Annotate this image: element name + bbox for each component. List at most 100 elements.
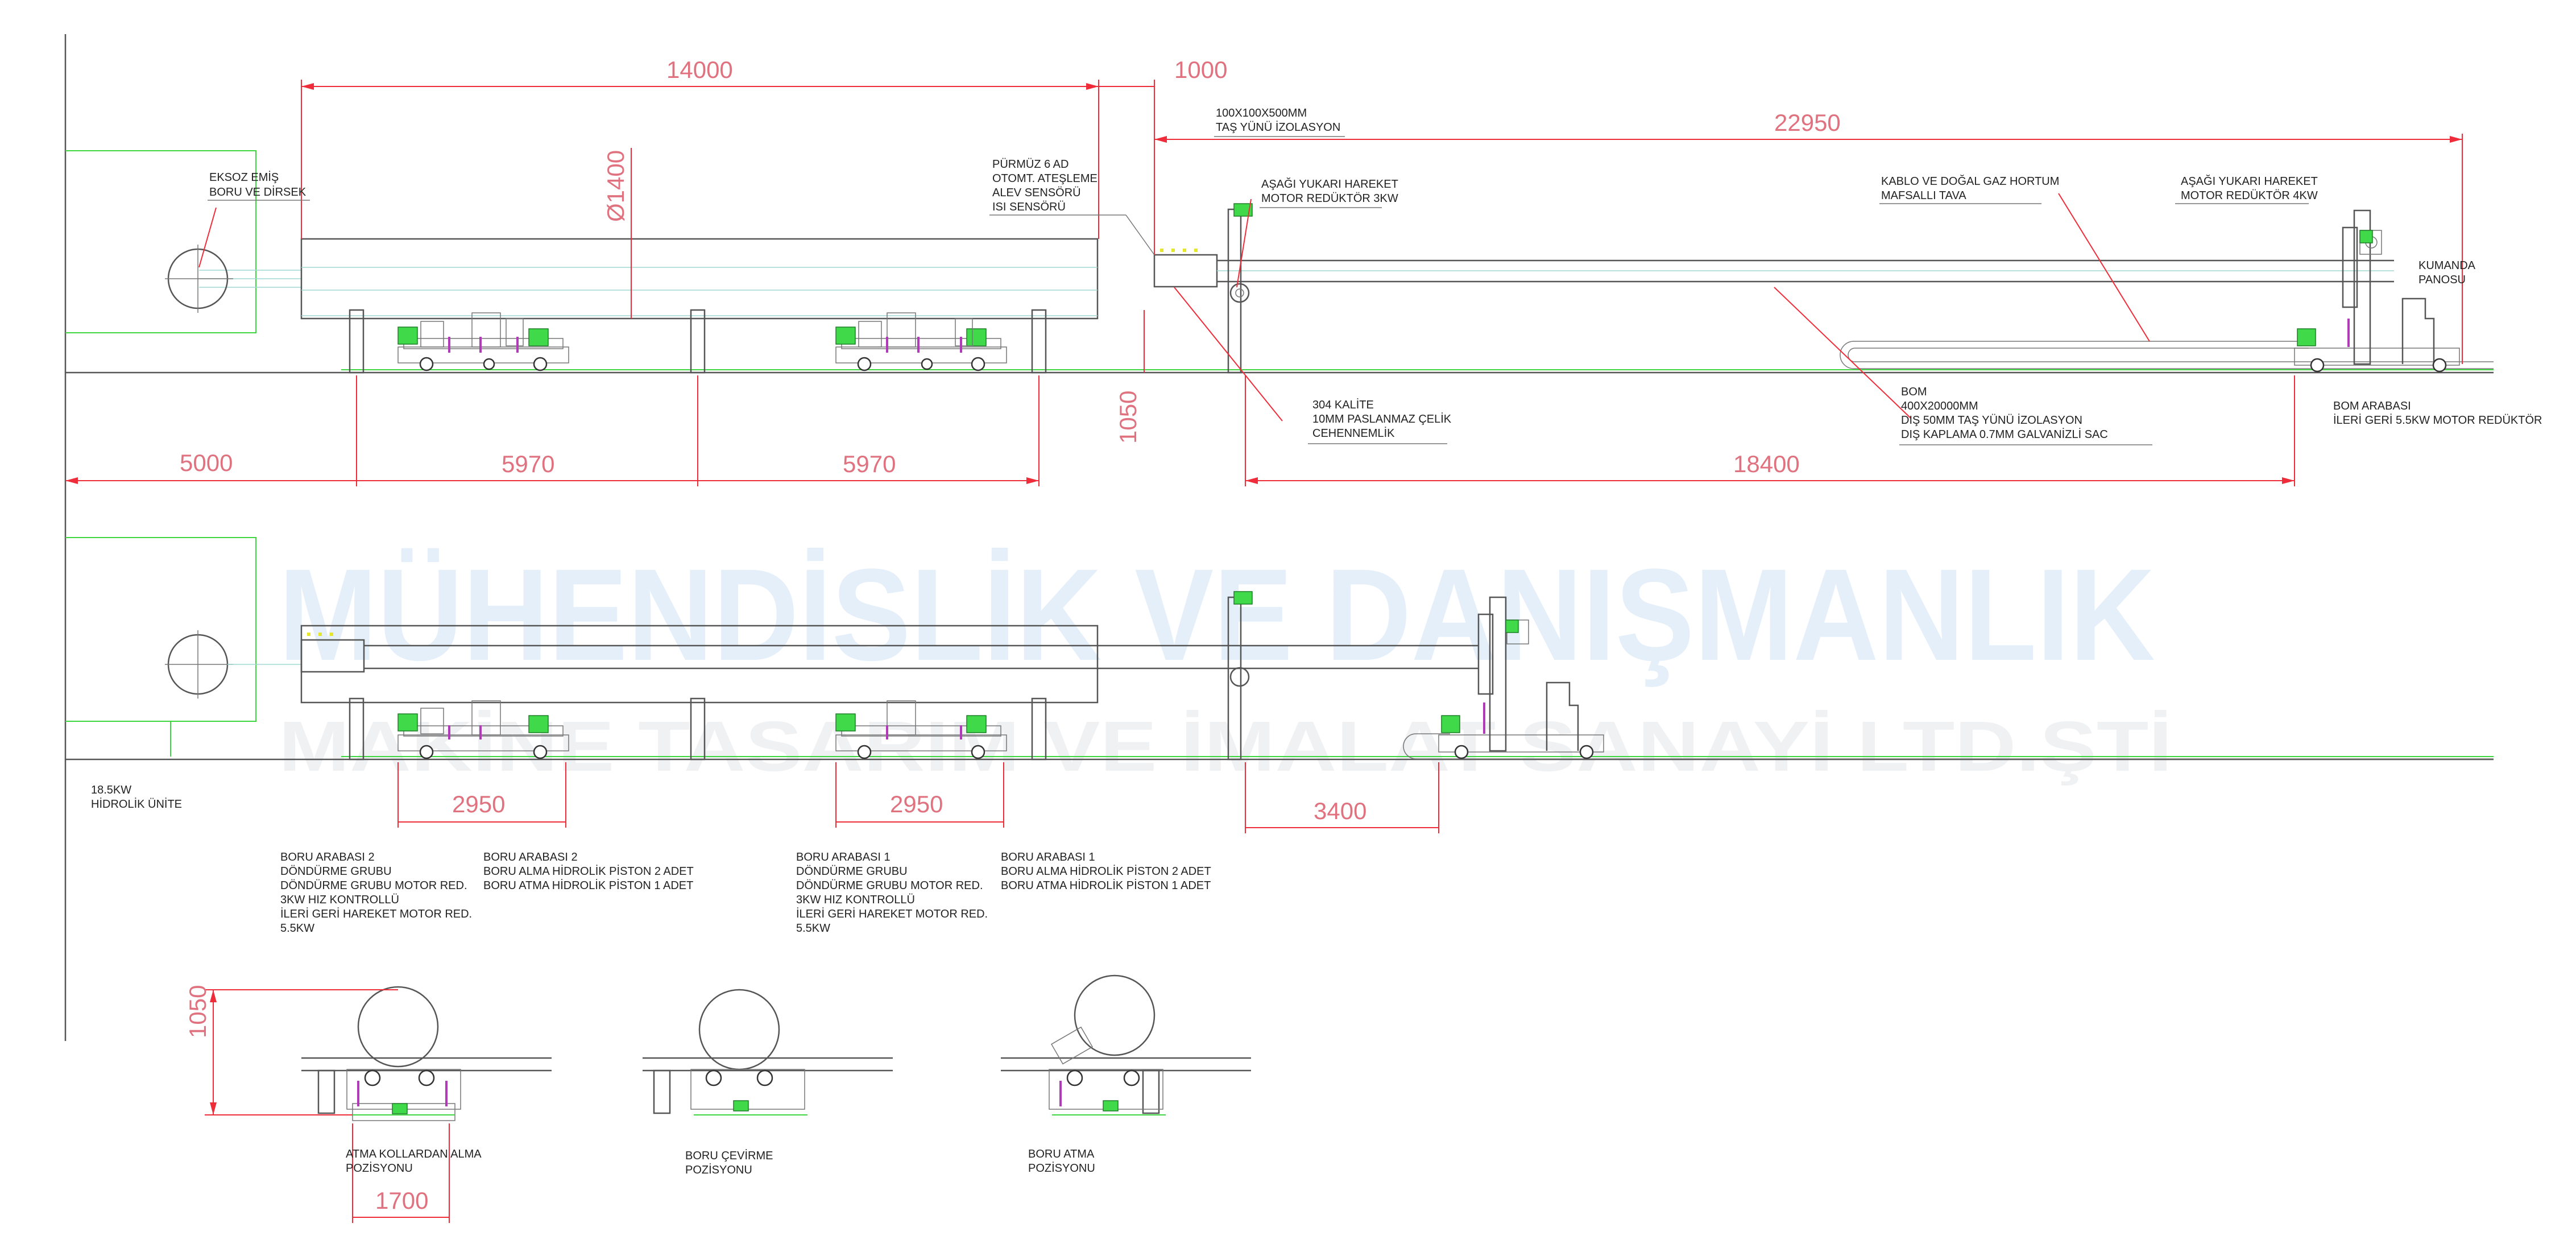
cable-tray-top	[1840, 341, 2494, 369]
label-stainless: 304 KALİTE 10MM PASLANMAZ ÇELİK CEHENNEM…	[1312, 398, 1452, 440]
svg-text:AŞAĞI YUKARI HAREKET: AŞAĞI YUKARI HAREKET	[1261, 177, 1398, 191]
detail-eject-position	[1001, 974, 1251, 1115]
label-boom: BOM 400X20000MM DIŞ 50MM TAŞ YÜNÜ İZOLAS…	[1901, 386, 2108, 441]
label-leaders	[208, 136, 2309, 445]
svg-text:BORU ARABASI 1: BORU ARABASI 1	[1001, 851, 1095, 863]
svg-text:CEHENNEMLİK: CEHENNEMLİK	[1312, 427, 1395, 440]
svg-text:İLERİ GERİ HAREKET MOTOR RED.: İLERİ GERİ HAREKET MOTOR RED.	[796, 907, 988, 920]
support-posts-top	[349, 309, 1047, 374]
label-boom-car: BOM ARABASI İLERİ GERİ 5.5KW MOTOR REDÜK…	[2333, 400, 2542, 427]
pipe-car-1-bottom	[835, 700, 1007, 759]
exhaust-pipe-bottom	[65, 537, 301, 757]
dim-2950-a: 2950	[452, 791, 505, 817]
svg-text:BOM ARABASI: BOM ARABASI	[2333, 400, 2411, 412]
dim-5970-b: 5970	[843, 451, 896, 477]
dim-18400: 18400	[1733, 451, 1800, 477]
label-hydraulic: 18.5KW HİDROLİK ÜNİTE	[91, 784, 182, 811]
dim-1050-top: 1050	[1115, 391, 1141, 444]
svg-text:POZİSYONU: POZİSYONU	[346, 1162, 413, 1175]
dim-3400: 3400	[1314, 798, 1366, 824]
dim-5970-a: 5970	[502, 451, 554, 477]
label-insulation: 100X100X500MM TAŞ YÜNÜ İZOLASYON	[1216, 107, 1340, 134]
svg-text:3KW HIZ KONTROLLÜ: 3KW HIZ KONTROLLÜ	[280, 894, 399, 906]
label-exhaust: EKSOZ EMİŞ BORU VE DİRSEK	[209, 171, 307, 199]
svg-text:DÖNDÜRME GRUBU: DÖNDÜRME GRUBU	[280, 865, 392, 878]
svg-text:BORU ALMA HİDROLİK PİSTON 2 AD: BORU ALMA HİDROLİK PİSTON 2 ADET	[483, 865, 694, 878]
svg-text:5.5KW: 5.5KW	[796, 922, 830, 935]
label-control-panel: KUMANDA PANOSU	[2418, 259, 2476, 286]
svg-text:5.5KW: 5.5KW	[280, 922, 314, 935]
label-car2-rotation: BORU ARABASI 2 DÖNDÜRME GRUBU DÖNDÜRME G…	[280, 851, 472, 935]
svg-text:OTOMT. ATEŞLEME: OTOMT. ATEŞLEME	[992, 172, 1098, 185]
svg-text:BOM: BOM	[1901, 386, 1927, 398]
svg-text:DIŞ 50MM TAŞ YÜNÜ İZOLASYON: DIŞ 50MM TAŞ YÜNÜ İZOLASYON	[1901, 414, 2082, 427]
svg-text:ALEV SENSÖRÜ: ALEV SENSÖRÜ	[992, 187, 1081, 199]
label-cable-tray: KABLO VE DOĞAL GAZ HORTUM MAFSALLI TAVA	[1881, 175, 2059, 202]
burner-box-top	[1153, 249, 1218, 288]
svg-text:18.5KW: 18.5KW	[91, 784, 131, 796]
svg-text:ATMA KOLLARDAN ALMA: ATMA KOLLARDAN ALMA	[346, 1148, 482, 1160]
dim-1700: 1700	[375, 1187, 428, 1214]
svg-text:TAŞ YÜNÜ İZOLASYON: TAŞ YÜNÜ İZOLASYON	[1216, 121, 1340, 134]
pipe-car-2-top	[397, 312, 569, 371]
svg-text:ISI SENSÖRÜ: ISI SENSÖRÜ	[992, 201, 1066, 213]
label-car1-rotation: BORU ARABASI 1 DÖNDÜRME GRUBU DÖNDÜRME G…	[796, 851, 988, 935]
label-detail-rotate: BORU ÇEVİRME POZİSYONU	[685, 1149, 773, 1176]
floor-lines	[64, 34, 2494, 1041]
svg-text:HİDROLİK ÜNİTE: HİDROLİK ÜNİTE	[91, 798, 182, 811]
svg-text:400X20000MM: 400X20000MM	[1901, 400, 1978, 412]
dim-22950: 22950	[1774, 109, 1841, 136]
dimension-lines	[65, 80, 2463, 1223]
svg-text:KABLO VE DOĞAL GAZ HORTUM: KABLO VE DOĞAL GAZ HORTUM	[1881, 175, 2059, 188]
label-car2-pistons: BORU ARABASI 2 BORU ALMA HİDROLİK PİSTON…	[483, 851, 694, 892]
label-burner: PÜRMÜZ 6 AD OTOMT. ATEŞLEME ALEV SENSÖRÜ…	[992, 158, 1098, 213]
pipe-car-2-bottom	[397, 700, 569, 759]
support-posts-bottom	[349, 697, 1047, 761]
exhaust-pipe-top	[65, 150, 301, 333]
furnace-body-bottom	[300, 625, 1478, 704]
watermark-company: MÜHENDİSLİK VE DANIŞMANLIK	[279, 542, 2155, 688]
svg-text:PANOSU: PANOSU	[2418, 274, 2466, 286]
svg-text:POZİSYONU: POZİSYONU	[685, 1163, 752, 1176]
boom-top	[1217, 203, 2394, 374]
svg-text:BORU ARABASI 2: BORU ARABASI 2	[483, 851, 578, 863]
detail-pick-position	[301, 986, 552, 1121]
dim-2950-b: 2950	[890, 791, 943, 817]
label-detail-pick: ATMA KOLLARDAN ALMA POZİSYONU	[346, 1148, 482, 1175]
boom-mast-bottom	[1227, 591, 1253, 761]
svg-text:BORU ARABASI 2: BORU ARABASI 2	[280, 851, 375, 863]
dim-14000: 14000	[666, 56, 733, 83]
dim-1050-detail: 1050	[184, 985, 211, 1038]
svg-text:MOTOR REDÜKTÖR 4KW: MOTOR REDÜKTÖR 4KW	[2181, 189, 2318, 202]
svg-text:KUMANDA: KUMANDA	[2418, 259, 2476, 272]
svg-text:DIŞ KAPLAMA 0.7MM GALVANİZLİ S: DIŞ KAPLAMA 0.7MM GALVANİZLİ SAC	[1901, 428, 2108, 441]
svg-text:BORU ALMA HİDROLİK PİSTON 2 AD: BORU ALMA HİDROLİK PİSTON 2 ADET	[1001, 865, 1211, 878]
label-lift-motor-3kw: AŞAĞI YUKARI HAREKET MOTOR REDÜKTÖR 3KW	[1261, 177, 1398, 205]
boom-car-top	[2294, 209, 2460, 373]
svg-text:3KW HIZ KONTROLLÜ: 3KW HIZ KONTROLLÜ	[796, 894, 915, 906]
svg-text:DÖNDÜRME GRUBU MOTOR RED.: DÖNDÜRME GRUBU MOTOR RED.	[280, 879, 467, 892]
svg-text:BORU VE DİRSEK: BORU VE DİRSEK	[209, 185, 307, 199]
svg-text:POZİSYONU: POZİSYONU	[1028, 1162, 1095, 1175]
boom-car-bottom	[1438, 596, 1604, 759]
svg-text:DÖNDÜRME GRUBU MOTOR RED.: DÖNDÜRME GRUBU MOTOR RED.	[796, 879, 983, 892]
svg-text:BORU ÇEVİRME: BORU ÇEVİRME	[685, 1149, 773, 1162]
svg-text:AŞAĞI YUKARI HAREKET: AŞAĞI YUKARI HAREKET	[2181, 175, 2318, 188]
svg-text:BORU ATMA HİDROLİK PİSTON 1 AD: BORU ATMA HİDROLİK PİSTON 1 ADET	[1001, 879, 1211, 892]
svg-text:İLERİ GERİ HAREKET MOTOR RED.: İLERİ GERİ HAREKET MOTOR RED.	[280, 907, 472, 920]
svg-text:İLERİ GERİ 5.5KW MOTOR REDÜKT: İLERİ GERİ 5.5KW MOTOR REDÜKTÖR	[2333, 414, 2542, 427]
arrow-heads	[65, 83, 2462, 1115]
svg-text:EKSOZ EMİŞ: EKSOZ EMİŞ	[209, 171, 279, 184]
svg-text:304 KALİTE: 304 KALİTE	[1312, 398, 1374, 411]
watermark-subtitle: MAKİNE TASARIM VE İMALAT SANAYİ LTD.ŞTİ	[279, 707, 2172, 786]
label-car1-pistons: BORU ARABASI 1 BORU ALMA HİDROLİK PİSTON…	[1001, 851, 1211, 892]
svg-text:10MM PASLANMAZ ÇELİK: 10MM PASLANMAZ ÇELİK	[1312, 412, 1452, 425]
svg-text:MOTOR REDÜKTÖR 3KW: MOTOR REDÜKTÖR 3KW	[1261, 192, 1398, 205]
dim-5000: 5000	[180, 449, 233, 476]
svg-text:100X100X500MM: 100X100X500MM	[1216, 107, 1307, 119]
cable-tray-bottom	[1403, 733, 2494, 759]
pipe-car-1-top	[835, 312, 1007, 371]
svg-text:BORU ATMA HİDROLİK PİSTON 1 AD: BORU ATMA HİDROLİK PİSTON 1 ADET	[483, 879, 693, 892]
svg-text:BORU ATMA: BORU ATMA	[1028, 1148, 1095, 1160]
